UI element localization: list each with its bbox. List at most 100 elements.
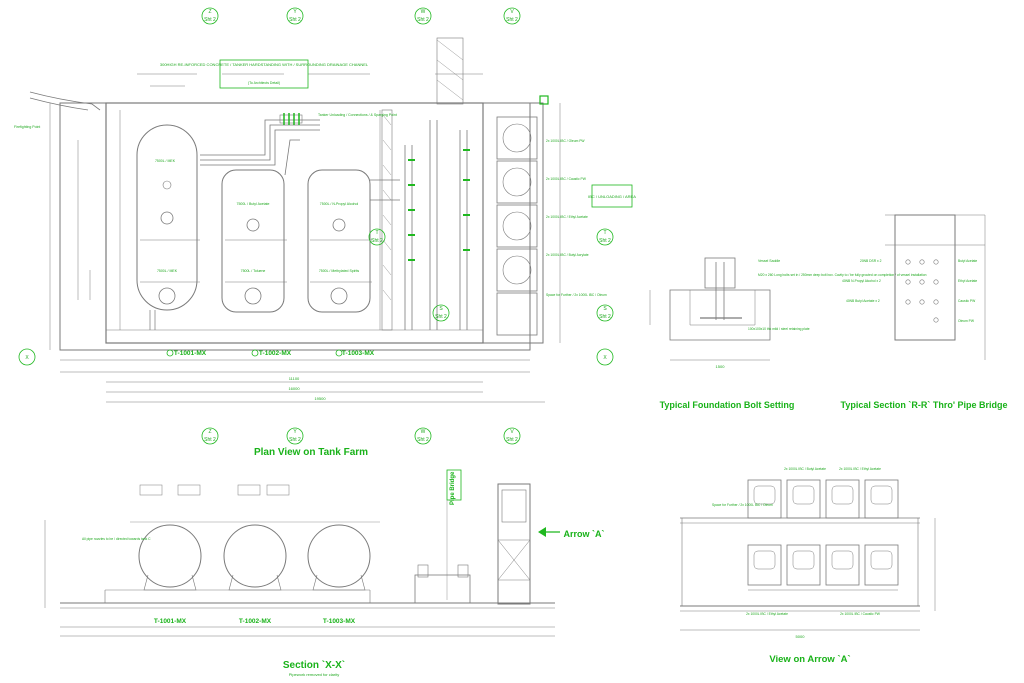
section-markers: Z Sht 2 Y Sht 2 W Sht 2 V Sht 2 Z Sht 2 Y Sht … — [18, 7, 614, 445]
pb-right-3: Caustic PW — [958, 299, 976, 303]
vessel-saddle-note: Vessel Saddle — [758, 259, 780, 263]
marker-top-y: Y Sht 2 — [286, 7, 304, 25]
vessel-lower-1: 7500L / MEK — [157, 269, 178, 273]
arrow-view-note-3: 2x 1000L IBC / Ethyl Acetate — [746, 612, 788, 616]
plan-dim-total-1: 11100 — [289, 376, 300, 381]
arrow-view-note-2: 2x 1000L IBC / Ethyl Acetate — [839, 467, 881, 471]
bolt-note: M20 x 260 Long bolts set in / 250mm deep… — [758, 273, 927, 277]
bund-note: 300HIGH RE-INFORCED CONCRETE / TANKER HA… — [160, 62, 369, 67]
svg-text:Sht 2: Sht 2 — [599, 238, 611, 244]
marker-top-w: W Sht 2 — [414, 7, 432, 25]
section-xx-note: Pipework removed for clarity — [289, 672, 339, 677]
section-xx: T-1001-MX T-1002-MX T-1003-MX All pipe n… — [44, 469, 555, 637]
foundation-title: Typical Foundation Bolt Setting — [660, 400, 795, 410]
ibc-note-3: 2x 1000L IBC / Ethyl Acetate — [546, 215, 588, 219]
svg-text:Sht 2: Sht 2 — [506, 437, 518, 443]
svg-text:T: T — [603, 230, 606, 236]
plan-tank-tag-3: T-1003-MX — [342, 350, 375, 357]
view-arrow-a: 2x 1000L IBC / Butyl Acetate 2x 1000L IB… — [680, 467, 936, 639]
svg-text:S: S — [439, 306, 443, 312]
plan-view — [29, 37, 561, 403]
svg-text:Z: Z — [208, 9, 211, 15]
section-tank-tag-3: T-1003-MX — [323, 618, 356, 625]
marker-bot-z: Z Sht 2 — [201, 427, 219, 445]
marker-side-t2: T Sht 2 — [596, 228, 614, 246]
pb-right-2: Ethyl Acetate — [958, 279, 977, 283]
vessel-lower-2: 7500L / Toluene — [241, 269, 266, 273]
svg-text:Y: Y — [293, 9, 297, 15]
plan-tank-tag-2: T-1002-MX — [259, 350, 292, 357]
plan-dim-total-2: 16000 — [288, 386, 300, 391]
svg-text:W: W — [421, 429, 426, 435]
pb-line-3: 40NB Butyl Acetate x 2 — [846, 299, 880, 303]
plan-dim-total-3: 19500 — [314, 396, 326, 401]
marker-bot-w: W Sht 2 — [414, 427, 432, 445]
svg-text:Z: Z — [208, 429, 211, 435]
plan-tank-tag-1: T-1001-MX — [174, 350, 207, 357]
view-arrow-a-title: View on Arrow `A` — [769, 654, 850, 665]
section-xx-title: Section `X-X` — [283, 660, 345, 671]
marker-side-x1: X — [18, 348, 36, 366]
svg-text:Sht 2: Sht 2 — [289, 17, 301, 23]
bund-note-sub: (To Architects Detail) — [248, 81, 280, 85]
marker-top-z: Z Sht 2 — [201, 7, 219, 25]
foundation-dim: 1500 — [716, 364, 726, 369]
vessel-label-1: 7500L / MEK — [155, 159, 176, 163]
ibc-note-2: 2x 1000L IBC / Caustic PW — [546, 177, 587, 181]
svg-text:T: T — [375, 230, 378, 236]
svg-text:Sht 2: Sht 2 — [506, 17, 518, 23]
svg-text:Sht 2: Sht 2 — [204, 437, 216, 443]
svg-text:X: X — [25, 355, 29, 361]
pipe-bridge-section: 20NB DSR x 2 40NB N-Propyl Alcohol x 2 4… — [842, 214, 986, 360]
svg-text:Sht 2: Sht 2 — [435, 314, 447, 320]
arrow-a-marker: Arrow `A` — [538, 527, 605, 539]
pb-line-1: 20NB DSR x 2 — [860, 259, 882, 263]
tanker-unloading-note: Tanker Unloading / Connections / & Sparg… — [318, 113, 397, 117]
vessel-lower-3: 7500L / Methylated Spirits — [319, 269, 360, 273]
arrow-view-dim: 5000 — [796, 634, 806, 639]
pb-line-2: 40NB N-Propyl Alcohol x 2 — [842, 279, 881, 283]
pipe-bridge-title: Typical Section `R-R` Thro' Pipe Bridge — [841, 400, 1008, 410]
svg-text:Sht 2: Sht 2 — [371, 238, 383, 244]
tank-plan-3 — [307, 169, 371, 313]
ibc-note-5: Space for Further / 2x 1000L IBC / Oleum — [546, 293, 607, 297]
vessel-label-2: 7500L / Butyl Acetate — [237, 202, 270, 206]
marker-side-s1: S Sht 2 — [432, 304, 450, 322]
arrow-view-note-1: 2x 1000L IBC / Butyl Acetate — [784, 467, 826, 471]
firefighting-note: Firefighting Point — [14, 125, 40, 129]
arrow-view-note-4: 2x 1000L IBC / Caustic PW — [840, 612, 881, 616]
svg-text:V: V — [510, 429, 514, 435]
plan-tank-tags: T-1001-MX T-1002-MX T-1003-MX — [166, 349, 375, 357]
ibc-note-4: 2x 1000L IBC / Butyl Acrylate — [546, 253, 589, 257]
tank-plan-1 — [136, 124, 198, 311]
section-tank-tag-1: T-1001-MX — [154, 618, 187, 625]
svg-text:Y: Y — [293, 429, 297, 435]
svg-text:Sht 2: Sht 2 — [417, 437, 429, 443]
tank-plan-2 — [221, 169, 285, 313]
plan-annotations: 300HIGH RE-INFORCED CONCRETE / TANKER HA… — [14, 59, 636, 401]
svg-text:Sht 2: Sht 2 — [289, 437, 301, 443]
foundation-detail: Vessel Saddle M20 x 260 Long bolts set i… — [649, 257, 927, 369]
svg-text:W: W — [421, 9, 426, 15]
arrow-view-note-5: Space for Further / 2x 1000L IBC / Oleum — [712, 503, 773, 507]
marker-top-v: V Sht 2 — [503, 7, 521, 25]
ibc-area-label: IBC / UNLOADING / AREA — [588, 194, 636, 199]
pb-right-4: Oleum PW — [958, 319, 975, 323]
vessel-label-3: 7500L / N-Propyl Alcohol — [320, 202, 359, 206]
marker-side-t1: T Sht 2 — [368, 228, 386, 246]
marker-bot-y: Y Sht 2 — [286, 427, 304, 445]
arrow-a-label: Arrow `A` — [564, 529, 605, 539]
pb-right-1: Butyl Acetate — [958, 259, 977, 263]
svg-text:X: X — [603, 355, 607, 361]
pipe-bridge-label: Pipe Bridge — [450, 471, 456, 505]
marker-bot-v: V Sht 2 — [503, 427, 521, 445]
svg-text:Sht 2: Sht 2 — [417, 17, 429, 23]
marker-side-x2: X — [596, 348, 614, 366]
section-tank-tag-2: T-1002-MX — [239, 618, 272, 625]
svg-text:Sht 2: Sht 2 — [599, 314, 611, 320]
svg-text:V: V — [510, 9, 514, 15]
svg-text:Sht 2: Sht 2 — [204, 17, 216, 23]
ibc-note-1: 2x 1000L IBC / Oleum PW — [546, 139, 585, 143]
